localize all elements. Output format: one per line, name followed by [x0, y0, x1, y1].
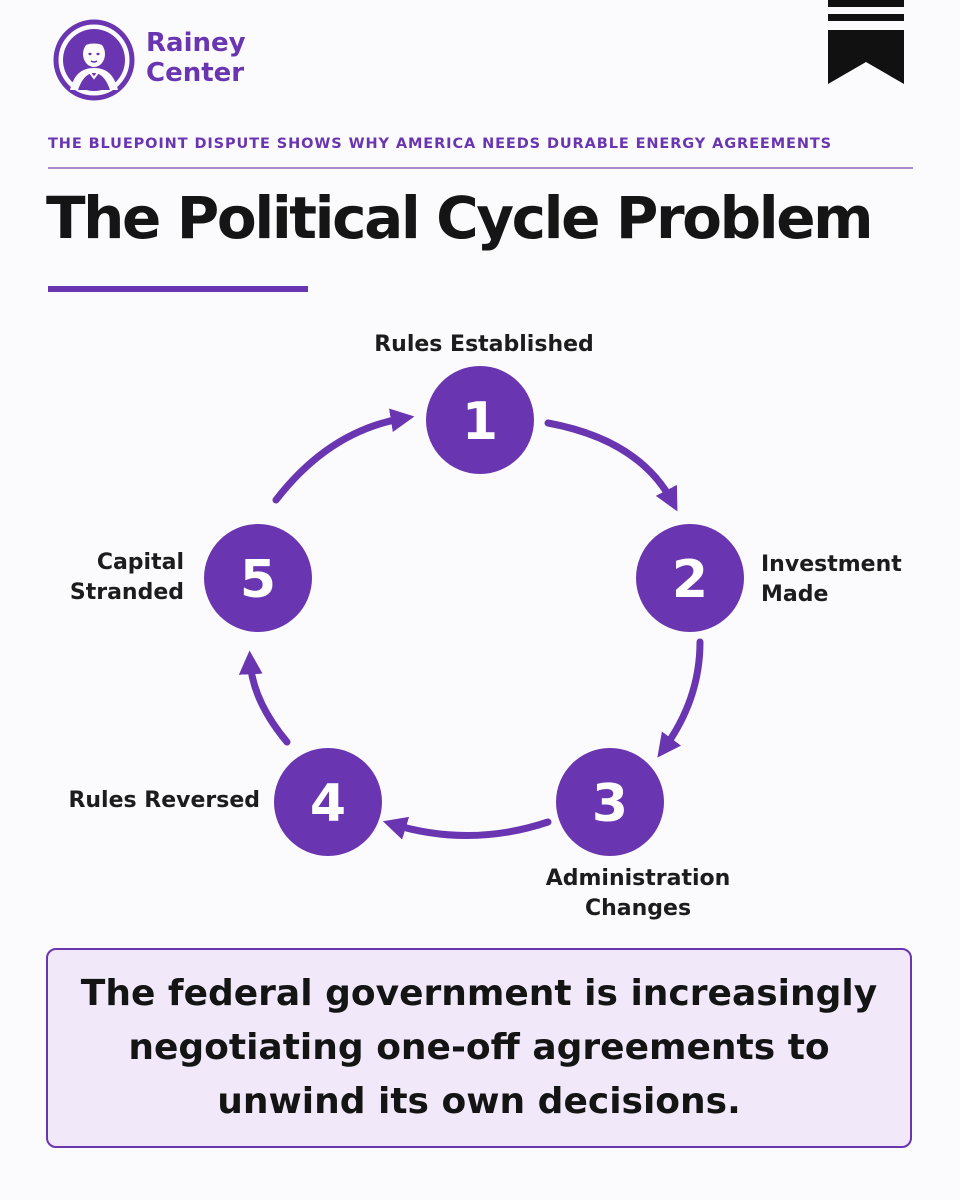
step-node-3: 3 — [556, 748, 664, 856]
step-label-4: Rules Reversed — [68, 788, 260, 813]
brand-line-1: Rainey — [146, 28, 246, 58]
arrow-3-to-4 — [382, 816, 552, 840]
bookmark-icon[interactable] — [826, 0, 906, 86]
step-number-1: 1 — [462, 392, 498, 452]
step-number-3: 3 — [592, 774, 628, 834]
step-label-5: Capital Stranded — [69, 550, 184, 605]
rainey-center-logo-icon — [53, 19, 135, 101]
political-cycle-diagram: 1 2 3 4 5 — [204, 366, 744, 856]
page-title: The Political Cycle Problem — [46, 184, 874, 252]
brand-name: Rainey Center — [146, 28, 246, 88]
arrow-1-to-2 — [544, 419, 678, 512]
arrow-2-to-3 — [657, 638, 704, 758]
step-node-1: 1 — [426, 366, 534, 474]
header-divider — [48, 167, 913, 169]
kicker-headline: THE BLUEPOINT DISPUTE SHOWS WHY AMERICA … — [48, 136, 833, 152]
title-underline — [48, 286, 308, 292]
arrow-5-to-1 — [272, 408, 415, 504]
callout-text: The federal government is increasingly n… — [80, 973, 878, 1122]
step-label-1: Rules Established — [374, 332, 594, 357]
step-label-2: Investment Made — [761, 552, 902, 607]
step-node-5: 5 — [204, 524, 312, 632]
step-node-2: 2 — [636, 524, 744, 632]
brand-line-2: Center — [146, 58, 245, 88]
step-number-4: 4 — [310, 774, 346, 834]
arrow-4-to-5 — [238, 650, 291, 746]
step-label-3: Administration Changes — [545, 866, 731, 921]
callout-box: The federal government is increasingly n… — [46, 948, 912, 1148]
step-node-4: 4 — [274, 748, 382, 856]
step-number-2: 2 — [672, 550, 708, 610]
step-number-5: 5 — [240, 550, 276, 610]
